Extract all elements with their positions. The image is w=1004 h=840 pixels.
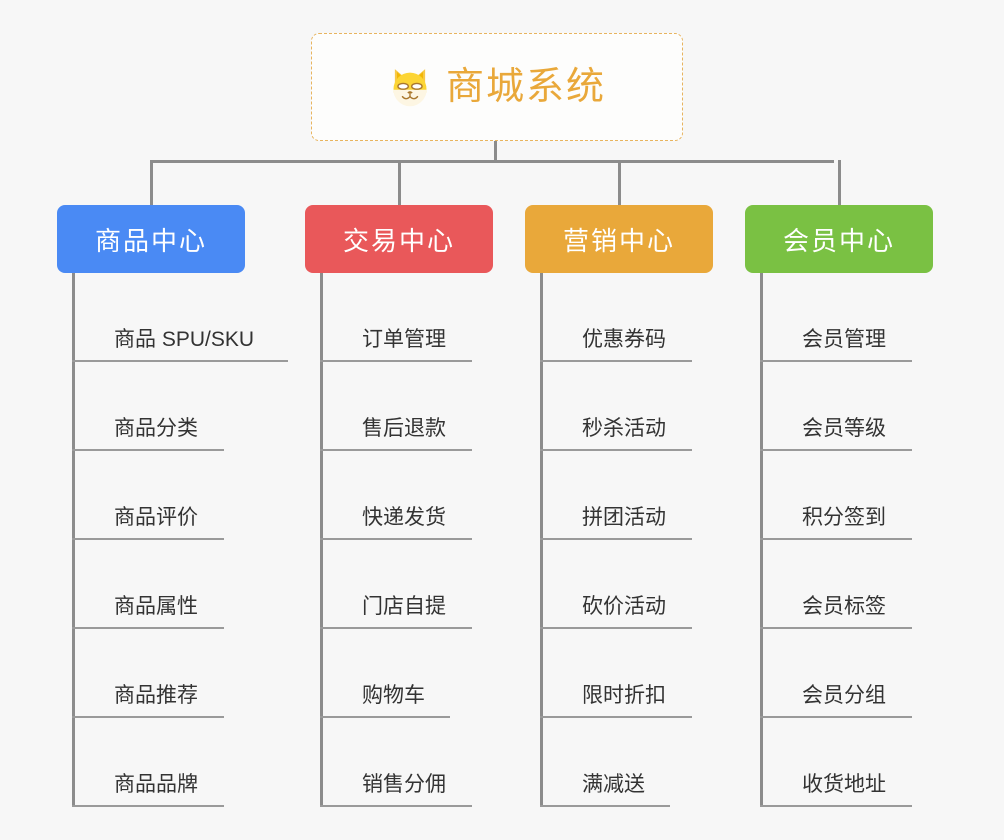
- category-label: 会员中心: [782, 225, 895, 256]
- leaf-item-label: 门店自提: [362, 595, 446, 618]
- leaf-item[interactable]: 门店自提: [320, 540, 482, 629]
- leaf-item-label: 秒杀活动: [582, 417, 666, 440]
- leaf-item-label: 限时折扣: [582, 684, 666, 707]
- leaf-item[interactable]: 订单管理: [320, 273, 482, 362]
- leaf-item-underline: [760, 716, 912, 718]
- leaf-item-underline: [320, 538, 472, 540]
- leaf-item-underline: [540, 805, 670, 807]
- leaf-item[interactable]: 商品推荐: [72, 629, 234, 718]
- leaf-item[interactable]: 购物车: [320, 629, 460, 718]
- connector-spine: [540, 273, 543, 807]
- leaf-item-label: 商品分类: [114, 417, 198, 440]
- leaf-item[interactable]: 商品品牌: [72, 718, 234, 807]
- leaf-item-underline: [72, 627, 224, 629]
- leaf-item-label: 积分签到: [802, 506, 886, 529]
- leaf-item[interactable]: 会员标签: [760, 540, 922, 629]
- leaf-item-label: 收货地址: [802, 773, 886, 796]
- leaf-item-underline: [760, 538, 912, 540]
- leaf-item-underline: [72, 449, 224, 451]
- leaf-item-label: 会员等级: [802, 417, 886, 440]
- root-title: 商城系统: [445, 66, 606, 108]
- leaf-item[interactable]: 会员管理: [760, 273, 922, 362]
- leaf-item[interactable]: 满减送: [540, 718, 680, 807]
- leaf-item-label: 商品品牌: [114, 773, 198, 796]
- leaf-item-label: 销售分佣: [362, 773, 446, 796]
- leaf-item-label: 满减送: [582, 773, 645, 796]
- leaf-item[interactable]: 商品分类: [72, 362, 234, 451]
- connector-drop-1: [150, 160, 153, 205]
- leaf-item-underline: [540, 538, 692, 540]
- leaf-item-label: 订单管理: [362, 328, 446, 351]
- leaf-item-underline: [320, 449, 472, 451]
- connector-spine: [72, 273, 75, 807]
- leaf-item-label: 购物车: [362, 684, 425, 707]
- leaf-item[interactable]: 商品评价: [72, 451, 234, 540]
- leaf-item[interactable]: 商品 SPU/SKU: [72, 273, 298, 362]
- leaf-item[interactable]: 优惠券码: [540, 273, 702, 362]
- category-label: 商品中心: [94, 225, 207, 256]
- connector-root-stem: [494, 141, 497, 163]
- leaf-item-underline: [760, 360, 912, 362]
- leaf-item[interactable]: 售后退款: [320, 362, 482, 451]
- category-box-product-center[interactable]: 商品中心: [57, 205, 245, 273]
- leaf-item-label: 商品评价: [114, 506, 198, 529]
- leaf-item-underline: [540, 627, 692, 629]
- leaf-item-label: 优惠券码: [582, 328, 666, 351]
- leaf-item[interactable]: 会员等级: [760, 362, 922, 451]
- leaf-item-label: 砍价活动: [582, 595, 666, 618]
- leaf-item[interactable]: 砍价活动: [540, 540, 702, 629]
- leaf-item-underline: [320, 627, 472, 629]
- leaf-item-underline: [320, 805, 472, 807]
- connector-drop-3: [618, 160, 621, 205]
- category-box-trade-center[interactable]: 交易中心: [305, 205, 493, 273]
- leaf-item-underline: [540, 716, 692, 718]
- leaf-item-label: 会员管理: [802, 328, 886, 351]
- leaf-item-underline: [760, 449, 912, 451]
- connector-spine: [320, 273, 323, 807]
- leaf-item[interactable]: 秒杀活动: [540, 362, 702, 451]
- connector-spine: [760, 273, 763, 807]
- leaf-item[interactable]: 快递发货: [320, 451, 482, 540]
- leaf-item-label: 商品属性: [114, 595, 198, 618]
- root-node[interactable]: 商城系统: [311, 33, 683, 141]
- leaf-item-underline: [540, 360, 692, 362]
- category-label: 交易中心: [342, 225, 455, 256]
- leaf-item[interactable]: 会员分组: [760, 629, 922, 718]
- connector-horizontal-bus: [150, 160, 834, 163]
- leaf-item-underline: [760, 627, 912, 629]
- category-box-marketing-center[interactable]: 营销中心: [525, 205, 713, 273]
- connector-drop-2: [398, 160, 401, 205]
- leaf-item-underline: [540, 449, 692, 451]
- leaf-item-underline: [72, 805, 224, 807]
- leaf-item-label: 拼团活动: [582, 506, 666, 529]
- leaf-item[interactable]: 收货地址: [760, 718, 922, 807]
- leaf-item-underline: [72, 716, 224, 718]
- leaf-item-underline: [320, 716, 450, 718]
- leaf-item-label: 商品 SPU/SKU: [114, 328, 255, 351]
- leaf-item-underline: [72, 360, 288, 362]
- leaf-item-label: 会员标签: [802, 595, 886, 618]
- leaf-item[interactable]: 拼团活动: [540, 451, 702, 540]
- leaf-item-label: 售后退款: [362, 417, 446, 440]
- shiba-dog-icon: [393, 69, 427, 107]
- category-box-member-center[interactable]: 会员中心: [745, 205, 933, 273]
- leaf-item[interactable]: 积分签到: [760, 451, 922, 540]
- leaf-item[interactable]: 限时折扣: [540, 629, 702, 718]
- leaf-item[interactable]: 商品属性: [72, 540, 234, 629]
- leaf-item-label: 会员分组: [802, 684, 886, 707]
- leaf-item-underline: [320, 360, 472, 362]
- leaf-item[interactable]: 销售分佣: [320, 718, 482, 807]
- leaf-item-label: 商品推荐: [114, 684, 198, 707]
- connector-drop-4: [838, 160, 841, 205]
- leaf-item-underline: [760, 805, 912, 807]
- category-label: 营销中心: [562, 225, 675, 256]
- leaf-item-underline: [72, 538, 224, 540]
- leaf-item-label: 快递发货: [362, 506, 446, 529]
